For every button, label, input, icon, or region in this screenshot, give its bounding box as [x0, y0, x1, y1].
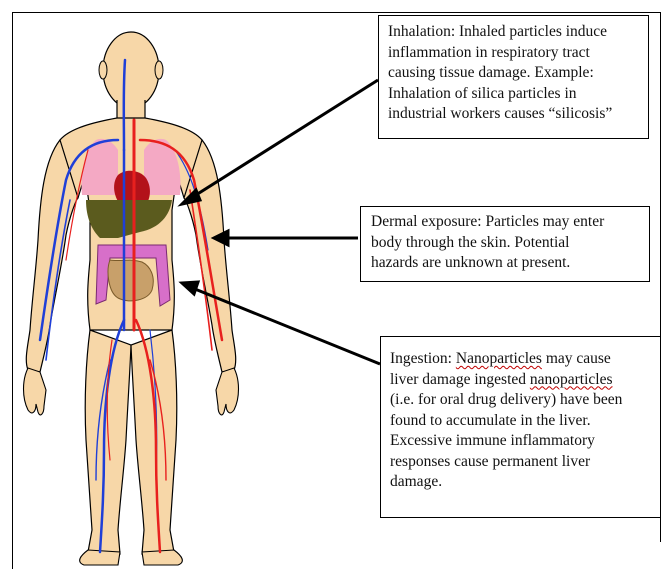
ingestion-line-2: liver damage ingested nanoparticles [390, 370, 660, 391]
ear-right [155, 61, 163, 79]
inhalation-callout: Inhalation: Inhaled particles induce inf… [378, 15, 649, 139]
ingestion-line-3: (i.e. for oral drug delivery) have been [390, 390, 660, 411]
inhalation-line-4: Inhalation of silica particles in [388, 84, 648, 105]
inhalation-line-2: inflammation in respiratory tract [388, 43, 648, 64]
inhalation-line-1: Inhalation: Inhaled particles induce [388, 22, 648, 43]
inhalation-line-3: causing tissue damage. Example: [388, 63, 648, 84]
dermal-line-1: Dermal exposure: Particles may enter [371, 212, 649, 233]
small-intestine [108, 260, 153, 301]
neck [117, 100, 145, 120]
hand-left [24, 368, 47, 415]
dermal-callout: Dermal exposure: Particles may enter bod… [360, 206, 650, 282]
ingestion-callout: Ingestion: Nanoparticles may cause liver… [380, 336, 661, 518]
arrow-ingestion-head [182, 282, 198, 294]
foot-right [142, 550, 182, 565]
ingestion-line-2-start: liver damage ingested [390, 371, 530, 388]
ingestion-line-1-prefix: Ingestion: [390, 350, 456, 367]
head [103, 32, 159, 108]
dermal-line-3: hazards are unknown at present. [371, 253, 649, 274]
inhalation-line-5: industrial workers causes “silicosis” [388, 104, 648, 125]
dermal-line-2: body through the skin. Potential [371, 233, 649, 254]
ingestion-line-7: damage. [390, 472, 660, 493]
ingestion-line-6: responses cause permanent liver [390, 452, 660, 473]
ingestion-line-4: found to accumulate in the liver. [390, 411, 660, 432]
ingestion-word-nanoparticles-2: nanoparticles [530, 371, 613, 388]
ear-left [99, 61, 107, 79]
vein-neck [124, 60, 125, 150]
ingestion-word-nanoparticles-1: Nanoparticles [456, 350, 542, 367]
arrow-inhalation-line [188, 80, 378, 200]
ingestion-line-5: Excessive immune inflammatory [390, 431, 660, 452]
hand-right [216, 368, 239, 415]
ingestion-line-1-rest: may cause [542, 350, 611, 367]
ingestion-line-1: Ingestion: Nanoparticles may cause [390, 349, 660, 370]
